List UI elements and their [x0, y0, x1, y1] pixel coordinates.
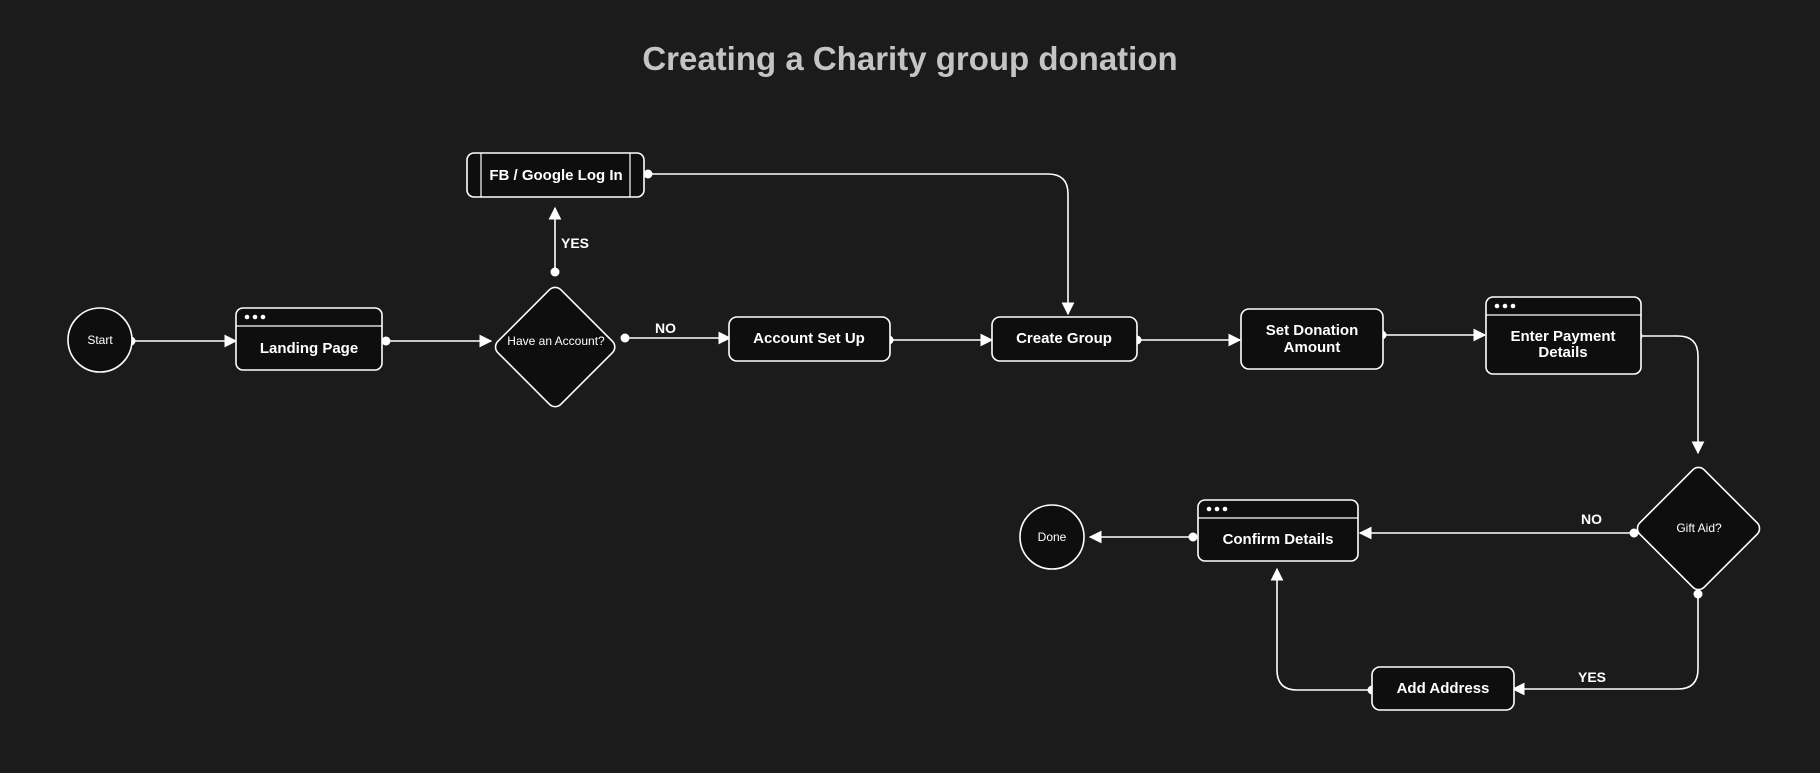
- node-start: Start: [67, 307, 133, 373]
- node-create-group: Create Group: [991, 316, 1138, 362]
- node-have-account-label: Have an Account?: [507, 334, 605, 348]
- diagram-title: Creating a Charity group donation: [642, 40, 1177, 77]
- node-confirm-details: Confirm Details: [1197, 499, 1359, 562]
- edge-landing-dot: [381, 336, 391, 346]
- window-dots-icon: [1494, 303, 1516, 309]
- node-landing-page: Landing Page: [235, 307, 383, 371]
- edge-fb-dot: [643, 169, 653, 179]
- node-account-setup: Account Set Up: [728, 316, 891, 362]
- node-create-group-label: Create Group: [1016, 330, 1112, 347]
- edge-fb-create-group: [648, 173, 1075, 316]
- node-set-donation-line1: Set Donation: [1266, 322, 1359, 339]
- edge-account-no-dot: [620, 333, 630, 343]
- edge-giftaid-yes-dot: [1693, 589, 1703, 599]
- node-fb-google-login: FB / Google Log In: [466, 152, 645, 198]
- node-add-address: Add Address: [1371, 666, 1515, 711]
- node-landing-page-label: Landing Page: [260, 340, 358, 357]
- node-payment-line2: Details: [1538, 344, 1587, 361]
- node-confirm-details-label: Confirm Details: [1223, 531, 1334, 548]
- node-payment-line1: Enter Payment: [1510, 328, 1615, 345]
- node-done: Done: [1019, 504, 1085, 570]
- window-dots-icon: [1206, 506, 1228, 512]
- node-have-account-decision: Have an Account?: [494, 286, 616, 408]
- node-set-donation-line2: Amount: [1284, 339, 1341, 356]
- node-gift-aid-label: Gift Aid?: [1676, 521, 1722, 535]
- edge-label-account-yes: YES: [561, 235, 589, 251]
- node-set-donation-amount: Set Donation Amount: [1240, 308, 1384, 370]
- window-dots-icon: [244, 314, 266, 320]
- edge-address-confirm: [1270, 567, 1372, 691]
- node-fb-google-login-label: FB / Google Log In: [489, 167, 622, 184]
- edge-account-yes-dot: [550, 267, 560, 277]
- node-gift-aid-decision: Gift Aid?: [1636, 466, 1761, 591]
- node-start-label: Start: [87, 333, 113, 347]
- node-enter-payment-details: Enter Payment Details: [1485, 296, 1642, 375]
- edge-label-account-no: NO: [655, 320, 676, 336]
- edge-giftaid-no-dot: [1629, 528, 1639, 538]
- edge-label-giftaid-yes: YES: [1578, 669, 1606, 685]
- edge-confirm-dot: [1188, 532, 1198, 542]
- node-add-address-label: Add Address: [1397, 680, 1490, 697]
- edge-label-giftaid-no: NO: [1581, 511, 1602, 527]
- node-done-label: Done: [1038, 530, 1067, 544]
- edge-giftaid-address: [1511, 594, 1699, 696]
- node-account-setup-label: Account Set Up: [753, 330, 865, 347]
- edge-payment-giftaid: [1638, 335, 1705, 455]
